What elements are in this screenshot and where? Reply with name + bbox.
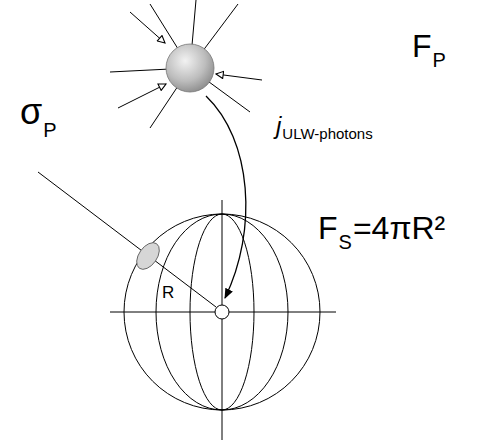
subscript: S — [339, 232, 352, 252]
current-symbol: j — [276, 114, 281, 138]
particle-sphere — [166, 44, 214, 92]
formula: =4πR² — [353, 212, 445, 244]
subscript: ULW-photons — [282, 126, 372, 141]
cross-section-symbol: σ — [20, 94, 42, 130]
center-circle — [215, 305, 229, 319]
flow-arrow — [206, 96, 246, 298]
subscript: P — [433, 50, 446, 70]
subscript: P — [43, 120, 56, 140]
ray-lines — [110, 0, 250, 128]
radius-line — [38, 172, 216, 307]
cross-section-patch — [132, 239, 164, 274]
globe — [110, 200, 336, 440]
radius-label: R — [162, 284, 174, 301]
flux-symbol: F — [412, 30, 432, 62]
surface-symbol: F — [318, 212, 338, 244]
incoming-arrows — [118, 12, 262, 108]
